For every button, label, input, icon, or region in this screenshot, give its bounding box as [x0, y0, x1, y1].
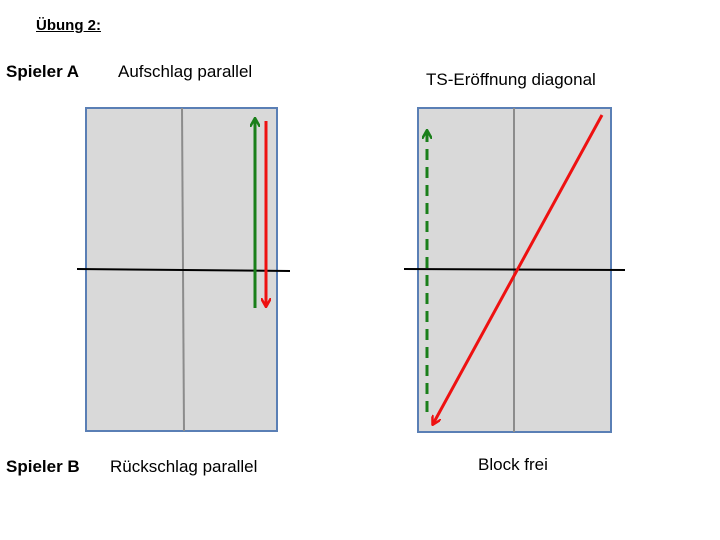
right-bottom-caption: Block frei [478, 455, 548, 474]
exercise-title: Übung 2: [36, 17, 101, 34]
player-b-label: Spieler B [6, 457, 80, 476]
right-table [403, 107, 626, 433]
left-bottom-caption: Rückschlag parallel [110, 457, 258, 476]
left-table [76, 107, 291, 432]
left-top-caption: Aufschlag parallel [118, 62, 253, 81]
right-top-caption: TS-Eröffnung diagonal [426, 70, 596, 89]
right-table-net [403, 268, 626, 271]
player-a-label: Spieler A [6, 62, 80, 81]
right-red-diagonal-arrow [433, 114, 604, 424]
